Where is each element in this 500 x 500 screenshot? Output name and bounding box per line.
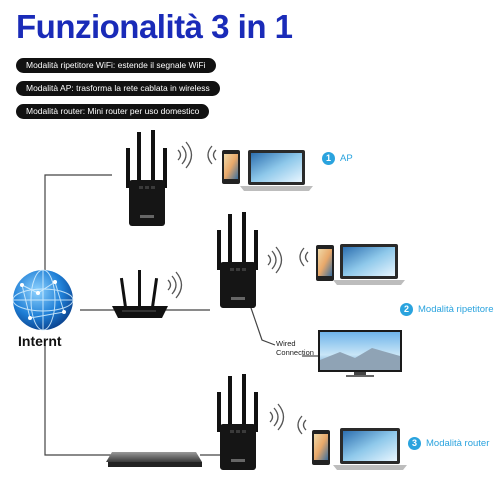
wifi-waves-icon bbox=[299, 247, 309, 267]
wired-connection-label: Wired Connection bbox=[276, 339, 314, 357]
mode-ap-label: 1 AP bbox=[322, 152, 353, 165]
extender-ap-icon bbox=[126, 130, 167, 226]
extender-router-icon bbox=[217, 374, 258, 470]
feature-router: Modalità router: Mini router per uso dom… bbox=[16, 104, 210, 119]
mode-router-text: Modalità router bbox=[426, 438, 490, 449]
mode-number-badge: 1 bbox=[322, 152, 335, 165]
wifi-waves-icon bbox=[297, 415, 307, 435]
wifi-waves-icon bbox=[207, 145, 217, 165]
mode-number-badge: 3 bbox=[408, 437, 421, 450]
mode-repeater-label: 2 Modalità ripetitore bbox=[400, 303, 494, 316]
laptop-icon bbox=[240, 150, 313, 191]
smartphone-icon bbox=[222, 150, 240, 184]
mode-ap-text: AP bbox=[340, 153, 353, 164]
wired-label-line1: Wired bbox=[276, 339, 296, 348]
laptop-icon bbox=[333, 244, 405, 285]
wifi-router-icon bbox=[112, 270, 168, 318]
laptop-icon bbox=[333, 428, 407, 470]
wifi-waves-icon bbox=[167, 271, 183, 299]
mode-repeater-text: Modalità ripetitore bbox=[418, 304, 494, 315]
mode-router-label: 3 Modalità router bbox=[408, 437, 489, 450]
feature-ap: Modalità AP: trasforma la rete cablata i… bbox=[16, 81, 220, 96]
internet-label: Internt bbox=[18, 333, 62, 349]
wifi-waves-icon bbox=[177, 141, 193, 169]
smartphone-icon bbox=[312, 430, 330, 465]
wired-label-line2: Connection bbox=[276, 348, 314, 357]
smartphone-icon bbox=[316, 245, 334, 281]
tv-icon bbox=[318, 330, 402, 377]
feature-repeater: Modalità ripetitore WiFi: estende il seg… bbox=[16, 58, 216, 73]
internet-globe-icon bbox=[12, 269, 74, 331]
modem-icon bbox=[106, 452, 202, 467]
extender-repeater-icon bbox=[217, 212, 258, 308]
page-title: Funzionalità 3 in 1 bbox=[16, 8, 293, 45]
mode-number-badge: 2 bbox=[400, 303, 413, 316]
wifi-waves-icon bbox=[267, 246, 283, 274]
wifi-waves-icon bbox=[269, 403, 285, 431]
